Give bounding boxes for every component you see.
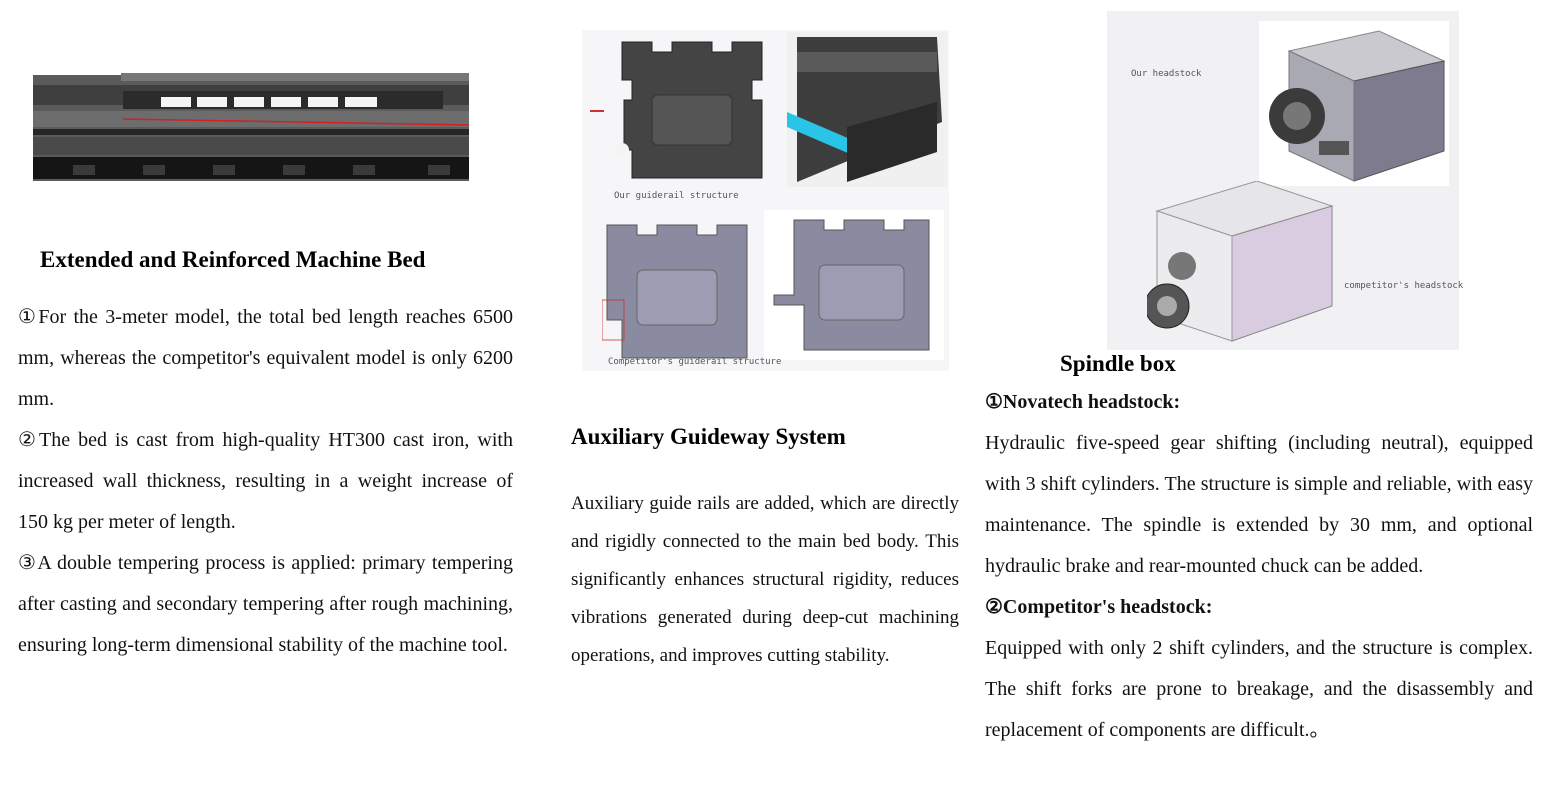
- our-headstock-render: [1259, 21, 1449, 186]
- novatech-headstock-title: ①Novatech headstock:: [985, 391, 1181, 413]
- bed-point-2: ②The bed is cast from high-quality HT300…: [18, 429, 513, 533]
- caption-our-headstock: Our headstock: [1131, 69, 1202, 79]
- spindle-text: ①Novatech headstock: Hydraulic five-spee…: [985, 382, 1533, 751]
- spindle-heading: Spindle box: [1060, 351, 1176, 376]
- bed-point-1: ①For the 3-meter model, the total bed le…: [18, 306, 513, 410]
- bed-point-3: ③A double tempering process is applied: …: [18, 552, 513, 656]
- caption-competitor-guiderail: Competitor's guiderail structure: [608, 357, 782, 367]
- competitor-headstock-text: Equipped with only 2 shift cylinders, an…: [985, 637, 1533, 741]
- caption-our-guiderail: Our guiderail structure: [614, 191, 739, 201]
- machine-bed-text: ①For the 3-meter model, the total bed le…: [18, 297, 513, 666]
- caption-competitor-headstock: competitor's headstock: [1344, 281, 1464, 291]
- competitor-headstock-render: [1147, 181, 1334, 342]
- guideway-heading: Auxiliary Guideway System: [571, 424, 846, 449]
- competitor-guiderail-section-2: [764, 210, 944, 360]
- machine-bed-image: [33, 73, 469, 183]
- machine-bed-heading: Extended and Reinforced Machine Bed: [40, 247, 426, 272]
- guiderail-comparison-image: Our guiderail structure Competitor's gui…: [582, 30, 949, 371]
- our-guiderail-section: [615, 41, 763, 179]
- headstock-comparison-image: Our headstock competitor's headstock: [1107, 11, 1463, 350]
- competitor-headstock-title: ②Competitor's headstock:: [985, 596, 1213, 618]
- competitor-guiderail-section-1: [602, 224, 748, 359]
- novatech-headstock-text: Hydraulic five-speed gear shifting (incl…: [985, 432, 1533, 577]
- guiderail-3d-view: [787, 32, 947, 187]
- guideway-text: Auxiliary guide rails are added, which a…: [571, 493, 959, 666]
